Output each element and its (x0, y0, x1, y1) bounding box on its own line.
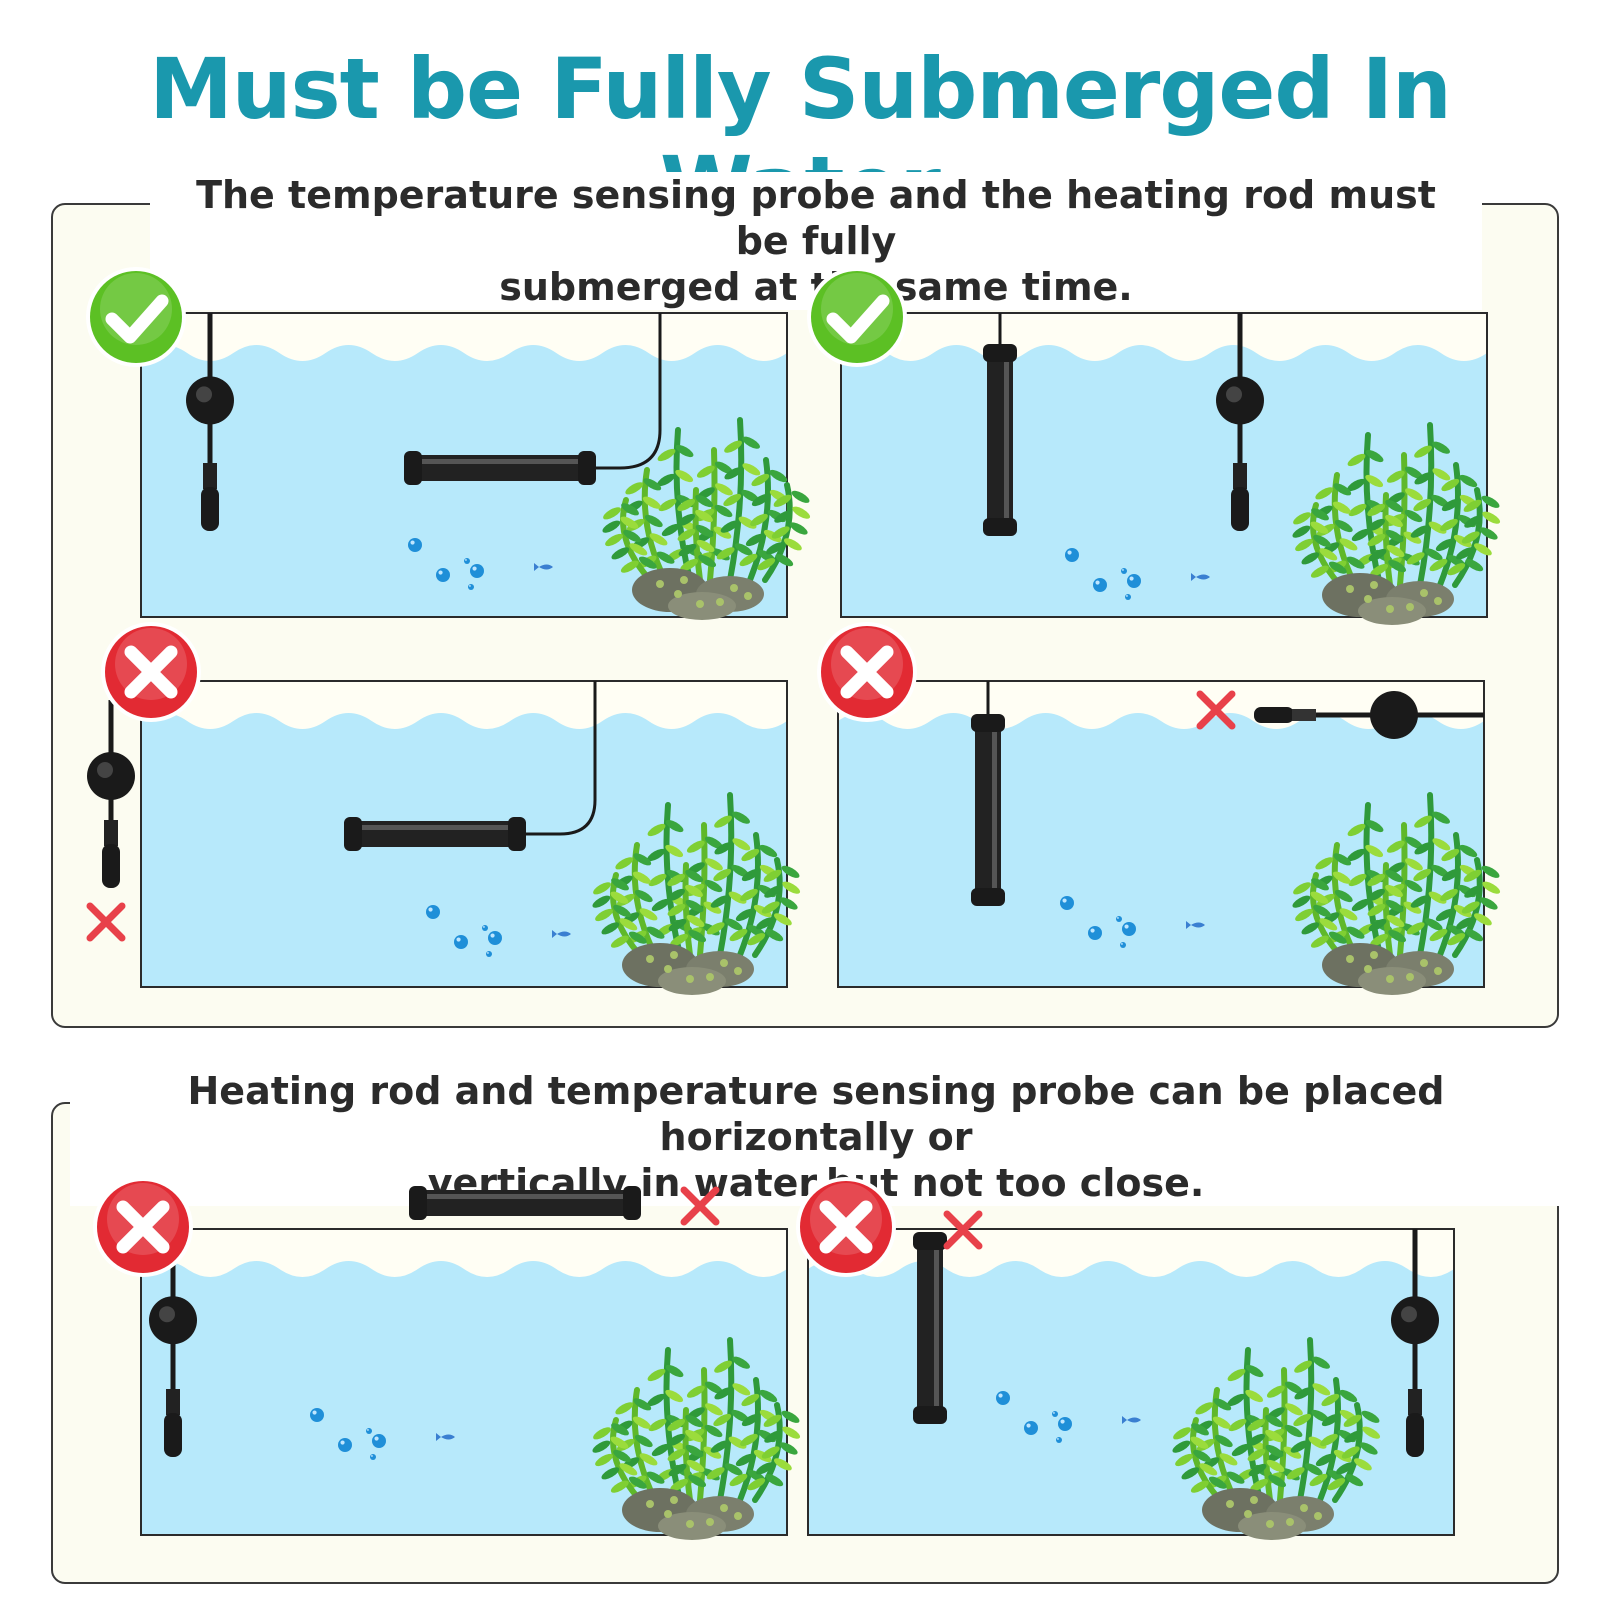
rocks-icon (1202, 1488, 1334, 1540)
suction-cup-icon (186, 376, 234, 425)
suction-cup-icon (1216, 376, 1264, 425)
tank-outline (837, 680, 1485, 988)
aquatic-plant-icon (592, 792, 801, 958)
panel-6-tank (807, 1228, 1455, 1540)
wrong-badge (817, 622, 917, 722)
power-cable (590, 313, 662, 470)
heating-rod-icon (409, 1186, 641, 1220)
bubbles-icon (408, 538, 484, 590)
fish-icon (1122, 1416, 1141, 1424)
tank-outline (840, 312, 1488, 618)
fish-icon (534, 563, 553, 571)
temperature-probe-icon (1216, 313, 1264, 531)
aquatic-plant-icon (602, 417, 811, 583)
fish-icon (552, 930, 571, 938)
fish-icon (436, 1433, 455, 1441)
section-1-caption: The temperature sensing probe and the he… (150, 172, 1482, 310)
suction-cup-icon (1370, 691, 1418, 739)
aquatic-plant-icon (592, 1337, 801, 1503)
temperature-probe-icon (1254, 691, 1484, 739)
wrong-mark-icon (86, 902, 126, 942)
rocks-icon (622, 1488, 754, 1540)
panel-2-tank (840, 312, 1501, 625)
aquatic-plant-icon (1292, 422, 1501, 588)
temperature-probe-icon (87, 700, 135, 888)
section-2-caption: Heating rod and temperature sensing prob… (70, 1068, 1562, 1206)
wrong-badge (796, 1177, 896, 1277)
rocks-icon (1322, 943, 1454, 995)
fish-icon (1186, 921, 1205, 929)
panel-1-tank (140, 312, 811, 620)
bubbles-icon (996, 1391, 1072, 1443)
wrong-mark-icon (680, 1186, 720, 1226)
panel-5-tank (140, 1228, 801, 1540)
bubbles-icon (1060, 896, 1136, 948)
wrong-badge (101, 622, 201, 722)
cross-icon (116, 1200, 170, 1254)
heating-rod-icon (404, 451, 596, 485)
panel-4-tank (837, 680, 1501, 995)
wrong-mark-icon (1196, 690, 1236, 730)
correct-badge (807, 267, 907, 367)
temperature-probe-icon (186, 313, 234, 531)
heating-rod-icon (913, 1232, 947, 1424)
temperature-probe-icon (1391, 1229, 1439, 1457)
rocks-icon (1322, 573, 1454, 625)
bubbles-icon (426, 905, 502, 957)
correct-badge (86, 267, 186, 367)
tank-outline (140, 312, 788, 618)
rocks-icon (622, 943, 754, 995)
heating-rod-icon (971, 714, 1005, 906)
tank-outline (140, 680, 788, 988)
heating-rod-icon (344, 817, 526, 851)
wrong-badge (93, 1177, 193, 1277)
section-1-caption-line-1: The temperature sensing probe and the he… (196, 173, 1436, 263)
cross-icon (819, 1200, 873, 1254)
suction-cup-icon (1391, 1296, 1439, 1345)
fish-icon (1191, 573, 1210, 581)
section-2-caption-line-1: Heating rod and temperature sensing prob… (187, 1069, 1445, 1159)
wrong-mark-icon (943, 1210, 983, 1250)
aquatic-plant-icon (1292, 792, 1501, 958)
bubbles-icon (310, 1408, 386, 1460)
rocks-icon (632, 568, 764, 620)
cross-icon (840, 645, 894, 699)
cross-icon (124, 645, 178, 699)
panel-3-tank (140, 680, 801, 995)
checkmark-icon (826, 294, 890, 344)
checkmark-icon (105, 294, 169, 344)
tank-outline (807, 1228, 1455, 1536)
suction-cup-icon (87, 752, 135, 800)
heating-rod-icon (983, 344, 1017, 536)
power-cable (520, 681, 597, 836)
aquatic-plant-icon (1172, 1337, 1381, 1503)
water (808, 1261, 1454, 1535)
bubbles-icon (1065, 548, 1141, 600)
tank-outline (140, 1228, 788, 1536)
suction-cup-icon (149, 1296, 197, 1345)
